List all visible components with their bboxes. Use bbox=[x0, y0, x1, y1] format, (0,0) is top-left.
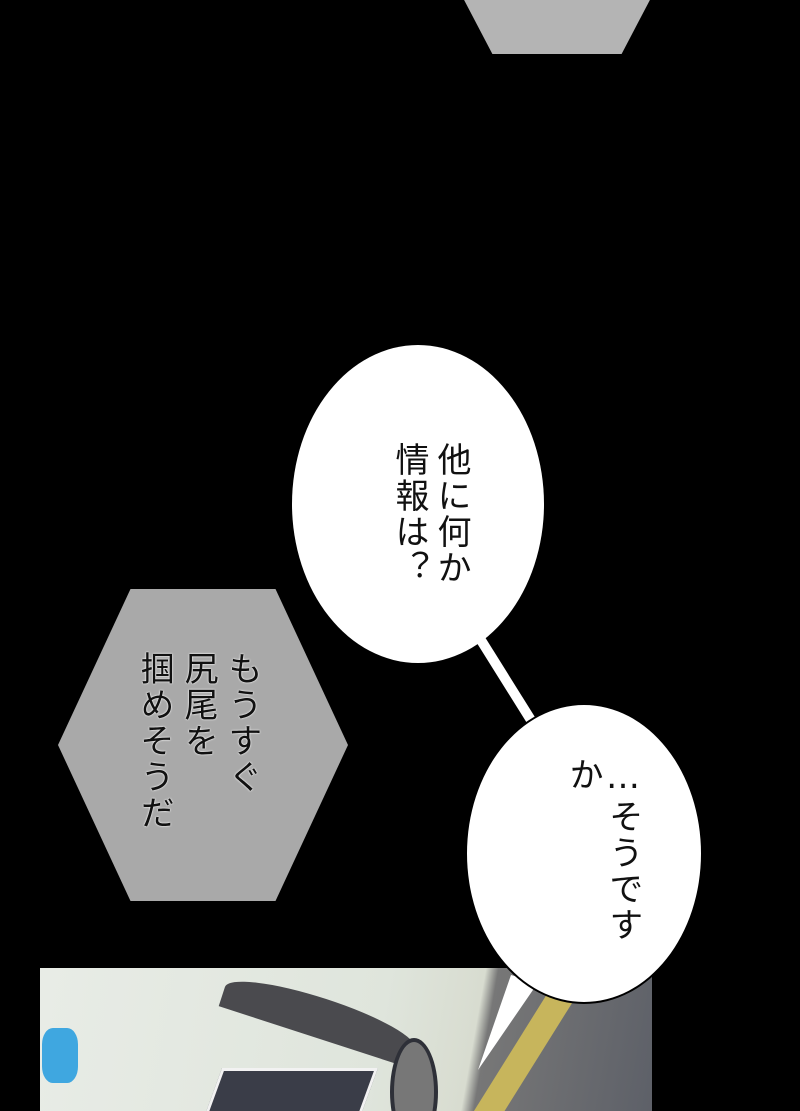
car-wheel bbox=[390, 1038, 438, 1111]
narration-text: もうすぐ 尻尾を 掴めそうだ bbox=[132, 651, 264, 871]
speech-text-question: 他に何か 情報は？ bbox=[388, 442, 472, 602]
car-window bbox=[197, 1068, 379, 1111]
speech-line-1: 他に何か bbox=[431, 442, 471, 586]
speech-bubble-question: 他に何か 情報は？ bbox=[292, 345, 544, 663]
watermark-logo-icon bbox=[42, 1028, 78, 1083]
narration-hexagon: もうすぐ 尻尾を 掴めそうだ bbox=[58, 589, 348, 901]
narration-line-2: 尻尾を bbox=[178, 651, 218, 759]
top-hexagon-caption bbox=[462, 0, 652, 54]
car-hood-stripe bbox=[218, 968, 422, 1068]
speech-line-2: 情報は？ bbox=[389, 442, 429, 586]
speech-text-reply: …そうですか bbox=[563, 757, 643, 943]
narration-line-1: もうすぐ bbox=[222, 651, 262, 795]
speech-bubble-reply: …そうですか bbox=[465, 703, 703, 1004]
narration-line-3: 掴めそうだ bbox=[134, 651, 174, 831]
bubble-connector-line bbox=[475, 634, 537, 725]
